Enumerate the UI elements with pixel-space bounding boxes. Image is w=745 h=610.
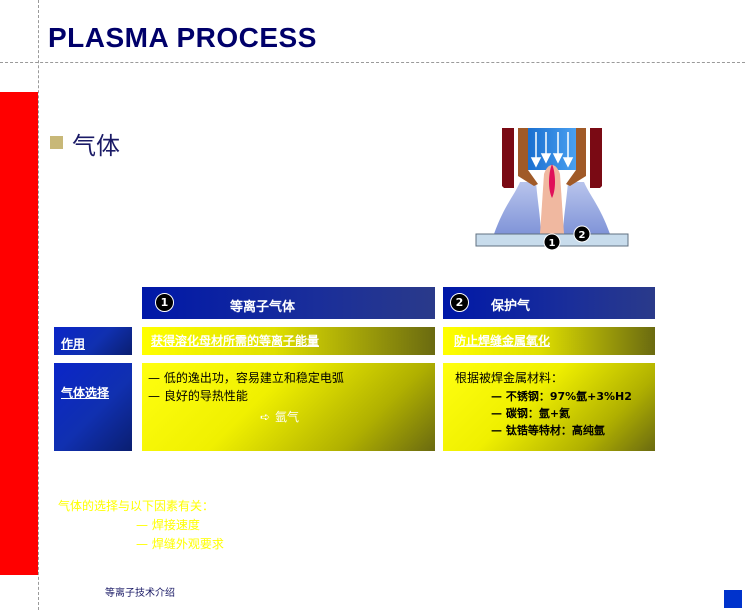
note-item-appearance: — 焊缝外观要求 [136, 537, 224, 551]
gas-flow-arrows [530, 132, 574, 168]
footer-text: 等离子技术介绍 [105, 588, 175, 599]
cell-selection-shield: 根据被焊金属材料： — 不锈钢：97%氩+3%H2 — 碳钢：氩+氦 — 钛锆等… [443, 363, 655, 451]
row-label-gas-selection-text: 气体选择 [61, 386, 110, 400]
row-label-function: 作用 [54, 327, 132, 355]
cell-selection-plasma: — 低的逸出功，容易建立和稳定电弧 — 良好的导热性能 ➪ 氩气 [142, 363, 435, 451]
electrode-tip [549, 164, 555, 198]
horizontal-divider [0, 62, 745, 63]
note-item-speed: — 焊接速度 [136, 518, 200, 532]
outer-nozzle-right [590, 128, 602, 188]
shield-option-carbon: — 碳钢：氩+氦 [491, 407, 571, 420]
column-number-2: 2 [450, 293, 469, 312]
shield-gas-left [494, 182, 541, 234]
cell-function-shield: 防止焊缝金属氧化 [443, 327, 655, 355]
shield-selection-intro: 根据被焊金属材料： [455, 371, 564, 385]
row-label-gas-selection: 气体选择 [54, 363, 132, 451]
plasma-torch-diagram: 1 2 [475, 128, 629, 250]
cell-function-shield-text: 防止焊缝金属氧化 [454, 334, 551, 348]
shield-option-stainless: — 不锈钢：97%氩+3%H2 [491, 390, 632, 403]
diagram-marker-2: 2 [579, 230, 586, 241]
bullet-square-icon [50, 136, 63, 149]
arrow-right-icon: ➪ [260, 410, 271, 424]
column-header-plasma-gas: 1 等离子气体 [142, 287, 435, 319]
shield-option-titanium: — 钛锆等特材：高纯氩 [491, 424, 605, 437]
diagram-marker-1: 1 [549, 238, 556, 249]
column-header-shield-gas: 2 保护气 [443, 287, 655, 319]
plasma-column [540, 165, 564, 234]
slide-title: PLASMA PROCESS [48, 22, 317, 53]
shield-gas-right [563, 182, 610, 234]
plasma-gas-result: 氩气 [275, 410, 300, 424]
section-title: 气体 [72, 132, 120, 160]
outer-nozzle-left [502, 128, 514, 188]
column-label-plasma-gas: 等离子气体 [230, 300, 296, 315]
plasma-criterion-2: — 良好的导热性能 [148, 389, 248, 403]
column-label-shield-gas: 保护气 [491, 299, 531, 314]
red-side-bar [0, 92, 38, 575]
vertical-divider [38, 0, 39, 610]
cell-function-plasma-text: 获得溶化母材所需的等离子能量 [151, 334, 320, 348]
cell-function-plasma: 获得溶化母材所需的等离子能量 [142, 327, 435, 355]
note-intro: 气体的选择与以下因素有关： [58, 499, 215, 513]
corner-square [724, 590, 742, 608]
row-label-function-text: 作用 [61, 337, 86, 351]
plasma-criterion-1: — 低的逸出功，容易建立和稳定电弧 [148, 371, 344, 385]
column-number-1: 1 [155, 293, 174, 312]
